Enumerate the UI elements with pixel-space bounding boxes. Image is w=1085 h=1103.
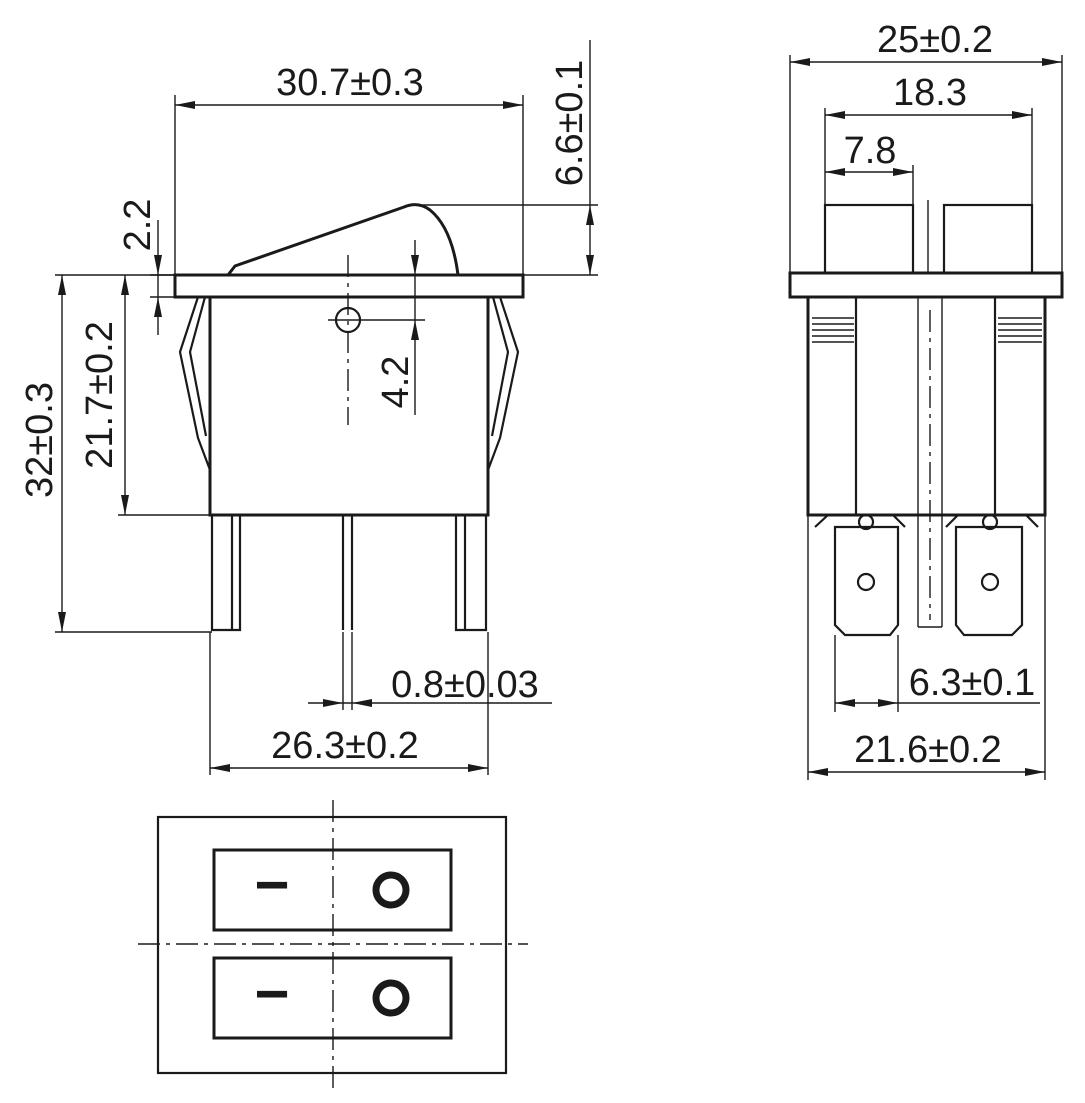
top-view: − − [138, 800, 528, 1088]
dim-total-height: 32±0.3 [19, 382, 61, 498]
side-terminal-right [945, 514, 1039, 637]
dim-terminal-thickness: 0.8±0.03 [391, 664, 539, 706]
front-flange [173, 273, 525, 299]
top-rocker-lower [212, 956, 453, 1040]
side-rocker-left [823, 203, 915, 275]
dim-side-body-width: 21.6±0.2 [854, 729, 1002, 771]
front-view: 30.7±0.3 6.6±0.1 2.2 32±0.3 21.7±0.2 4.2 [19, 40, 598, 775]
dim-body-width: 26.3±0.2 [271, 725, 419, 767]
dim-rocker-height: 6.6±0.1 [549, 60, 591, 187]
dim-side-inner: 18.3 [893, 72, 967, 114]
front-terminal-mid [341, 515, 354, 630]
on-symbol-lower [372, 979, 410, 1017]
front-right-clip [486, 296, 520, 471]
side-view: 25±0.2 18.3 7.8 6.3±0.1 21.6±0.2 [788, 19, 1064, 780]
dim-terminal-width: 6.3±0.1 [909, 662, 1036, 704]
front-terminal-left [210, 515, 242, 632]
front-left-clip [178, 296, 212, 471]
side-body [806, 297, 1047, 517]
dim-body-height: 21.7±0.2 [79, 321, 121, 469]
dim-width-top: 30.7±0.3 [276, 62, 424, 104]
top-frame [156, 815, 508, 1075]
off-symbol-upper: − [254, 851, 289, 918]
dim-pivot: 4.2 [375, 356, 417, 409]
dim-side-rocker: 7.8 [844, 130, 897, 172]
dim-flange: 2.2 [117, 199, 159, 252]
front-terminal-right [454, 515, 488, 632]
top-rocker-upper [212, 848, 453, 932]
dim-side-width-top: 25±0.2 [877, 19, 993, 61]
front-body [208, 297, 490, 517]
off-symbol-lower: − [254, 960, 289, 1027]
front-rocker [226, 203, 460, 276]
on-symbol-upper [372, 871, 410, 909]
side-rocker-right [942, 203, 1034, 275]
side-flange [788, 271, 1064, 299]
side-terminal-left [814, 514, 906, 637]
